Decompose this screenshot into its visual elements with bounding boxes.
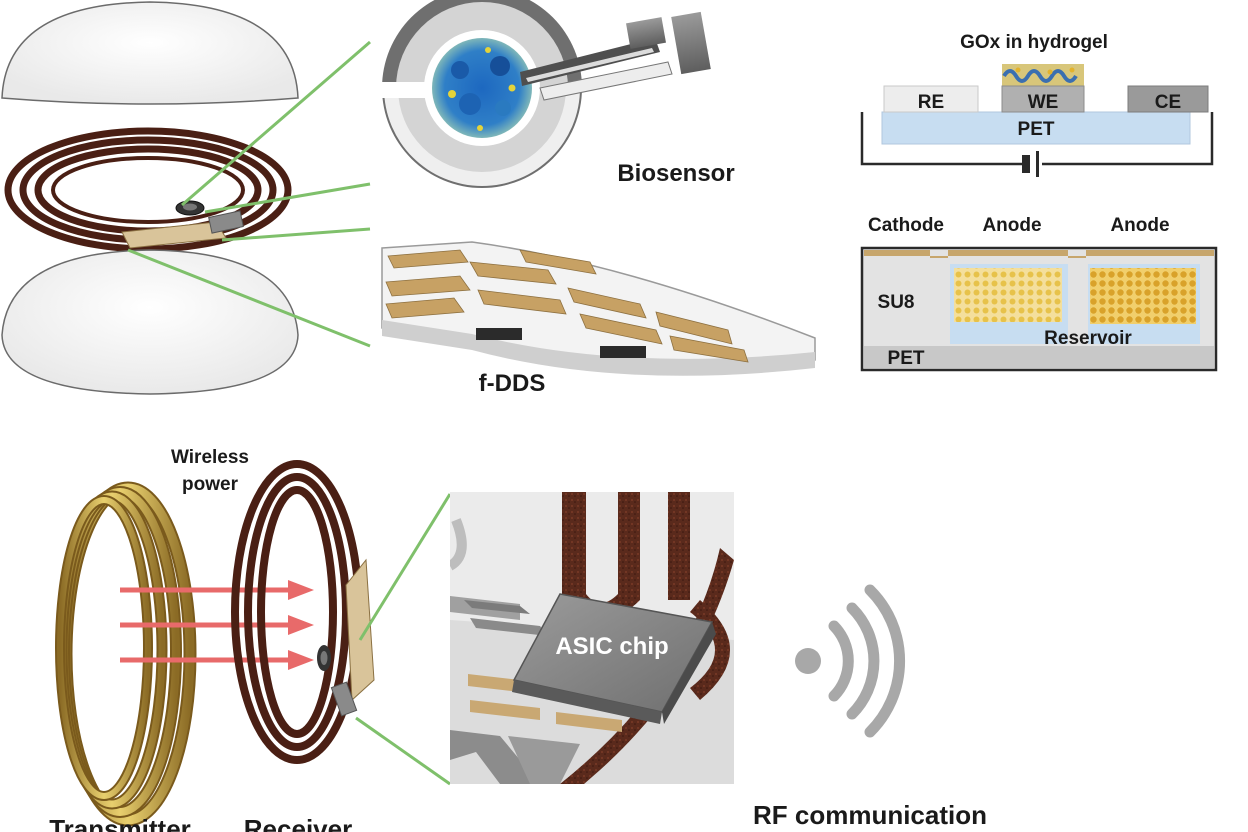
gox-hydrogel-label: GOx in hydrogel [960, 32, 1108, 53]
lens-coil-electronics-layer [4, 127, 292, 253]
lens-top-layer [1, 1, 299, 105]
biosensor-cross-section: GOx in hydrogel RE WE CE PET [860, 32, 1214, 177]
asic-chip-closeup [450, 492, 734, 784]
transmitter-label: Transmitter [49, 814, 191, 832]
re-label: RE [918, 92, 944, 113]
we-label: WE [1028, 92, 1059, 113]
leader-lines-bottom [355, 493, 452, 786]
pet-top-label: PET [1018, 119, 1055, 140]
reservoir-label: Reservoir [1044, 328, 1132, 349]
wireless-power-label-line2: power [182, 474, 239, 495]
anode-label-2: Anode [1110, 215, 1169, 236]
drug-reservoir-cross-section: Cathode Anode Anode SU8 Reservoir PET [860, 215, 1218, 372]
transmitter-coil [55, 481, 197, 827]
wireless-power-label-line1: Wireless [171, 447, 249, 468]
leader-lines-top [127, 40, 371, 348]
lens-bottom-layer [1, 249, 299, 395]
fdds-label: f-DDS [479, 370, 546, 397]
ce-label: CE [1155, 92, 1181, 113]
asic-chip-label: ASIC chip [555, 633, 668, 660]
anode-label-1: Anode [982, 215, 1041, 236]
biosensor-label: Biosensor [617, 160, 734, 187]
biosensor-illustration [370, 0, 711, 188]
cathode-label: Cathode [868, 215, 944, 236]
rf-signal-icon [795, 584, 905, 738]
pet-bottom-label: PET [888, 348, 925, 369]
fdds-illustration [381, 241, 816, 376]
receiver-label: Receiver [244, 814, 352, 832]
su8-label: SU8 [878, 292, 915, 313]
receiver-coil [231, 460, 375, 764]
rf-communication-label: RF communication [753, 800, 987, 830]
